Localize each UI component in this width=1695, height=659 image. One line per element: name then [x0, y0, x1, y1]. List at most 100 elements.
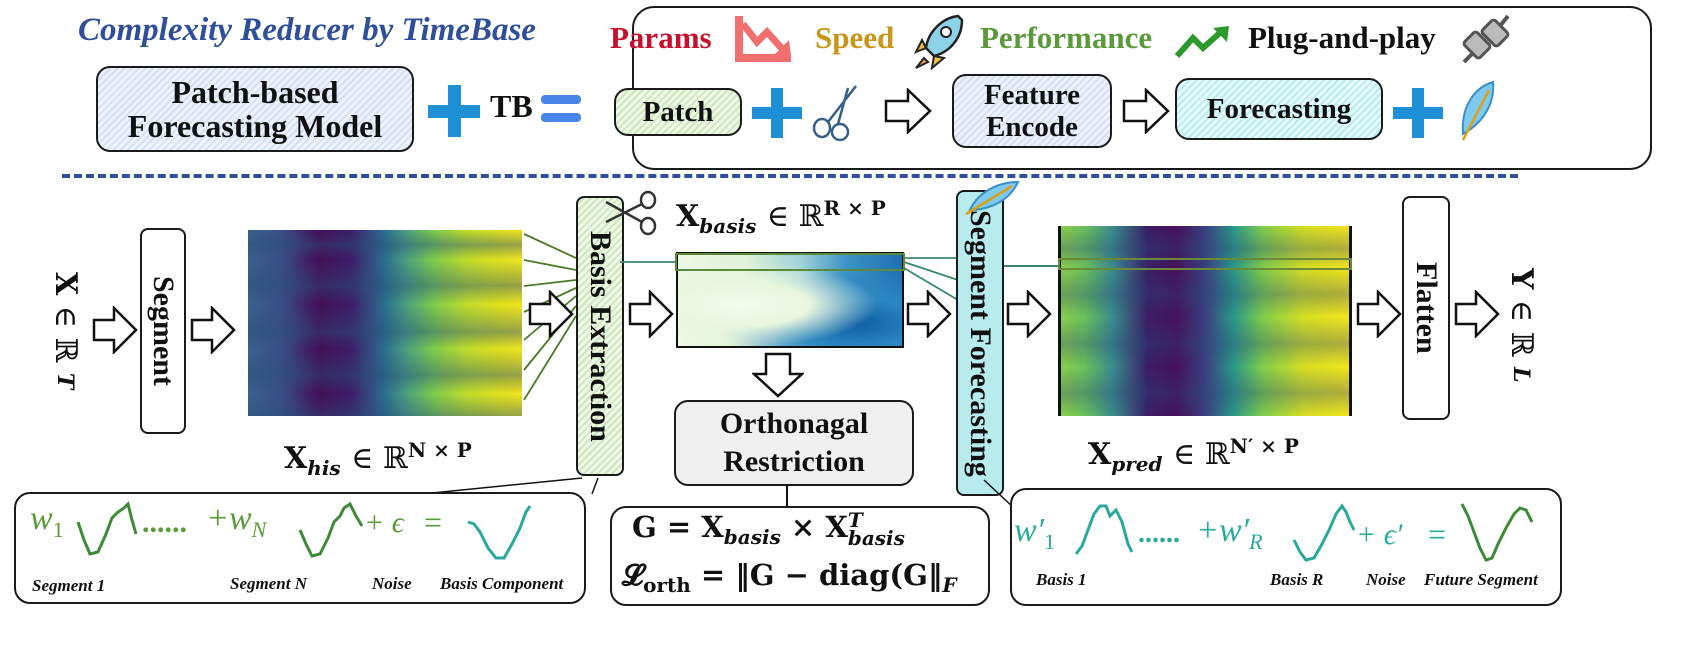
right-wr-sub: R	[1249, 528, 1263, 554]
gram-eq-sup: T	[847, 508, 863, 532]
x-basis-sub: basis	[699, 214, 757, 238]
patch-label: Patch	[642, 95, 714, 128]
left-w1-var: w	[30, 500, 53, 537]
segment-label: Segment	[147, 276, 180, 386]
orth-loss-sub: orth	[643, 572, 691, 597]
label-noise-right: Noise	[1366, 570, 1406, 589]
right-equals: =	[1428, 516, 1447, 552]
input-formula: X ∈ ℝ T	[48, 272, 83, 389]
feature-encode-box: Feature Encode	[952, 74, 1112, 148]
x-his-heatmap	[248, 230, 522, 416]
label-noise-left: Noise	[372, 574, 412, 593]
chart-down-icon	[735, 16, 791, 62]
basis-1-curve	[1074, 504, 1134, 555]
patch-box: Patch	[614, 88, 742, 136]
label-basis-r: Basis R	[1270, 570, 1324, 589]
left-w1: w1	[30, 500, 64, 543]
left-noise: + ϵ	[364, 506, 404, 539]
x-basis-formula: Xbasis ∈ ℝR × P	[676, 196, 886, 238]
x-pred-sup: N′ × P	[1229, 434, 1299, 458]
segment-box: Segment	[140, 228, 186, 434]
arrow-right-icon-4	[628, 290, 674, 338]
right-callout-lines	[983, 479, 1015, 509]
basis-link-lines	[620, 253, 959, 301]
tb-label: TB	[490, 88, 533, 124]
left-eq-panel	[14, 492, 586, 604]
label-segment-1: Segment 1	[32, 576, 106, 595]
arrow-right-icon-2	[190, 306, 236, 354]
left-wn-sub: N	[251, 516, 267, 542]
label-future-segment: Future Segment	[1424, 570, 1538, 589]
input-space: ∈ ℝ	[48, 305, 83, 363]
x-pred-highlight	[1058, 258, 1352, 270]
separator	[62, 174, 1518, 178]
patch-model-label: Patch-based Forecasting Model	[127, 74, 383, 144]
diagram-title: Complexity Reducer by TimeBase	[78, 12, 536, 48]
right-wr-var: +w′	[1196, 512, 1250, 549]
left-equals: =	[424, 504, 443, 540]
right-w1: w′1	[1014, 512, 1055, 555]
orth-label: Orthonagal Restriction	[719, 407, 869, 478]
output-space: ∈ ℝ	[1504, 299, 1539, 357]
x-basis-var: X	[676, 199, 700, 234]
gram-eq-sub1: basis	[723, 524, 781, 549]
x-pred-sub: pred	[1111, 452, 1163, 476]
orth-loss-symbol: 𝓛	[622, 558, 644, 592]
gram-eq-sub2: basis	[847, 526, 905, 550]
arrow-right-icon-6	[1006, 290, 1052, 338]
x-his-space: ∈ ℝ	[351, 441, 408, 476]
trend-up-icon	[1175, 26, 1229, 58]
future-segment-curve	[1460, 503, 1534, 562]
plus-icon-2	[752, 88, 802, 138]
rocket-icon	[913, 14, 964, 71]
basis-component-curve	[467, 505, 532, 560]
orth-loss-rest: = ‖G − diag(G‖	[690, 558, 943, 592]
segment-forecasting-label: Segment Forecasting	[964, 209, 997, 477]
right-noise: + ϵ′	[1356, 518, 1403, 551]
output-sup: L	[1508, 367, 1534, 383]
feather-icon	[1461, 80, 1495, 141]
equals-icon	[541, 92, 581, 126]
x-his-var: X	[284, 441, 308, 476]
arrow-right-icon-legend-2	[1122, 88, 1170, 134]
x-pred-space: ∈ ℝ	[1172, 437, 1230, 472]
performance-label: Performance	[980, 20, 1153, 55]
scissors-icon	[812, 85, 857, 142]
segment-forecasting-box: Segment Forecasting	[956, 190, 1004, 496]
gram-eq-mid: × X	[780, 510, 848, 544]
x-basis-space: ∈ ℝ	[766, 199, 824, 234]
arrow-right-icon-1	[92, 306, 138, 354]
orth-box: Orthonagal Restriction	[674, 400, 914, 486]
speed-label: Speed	[815, 20, 895, 55]
x-pred-link	[1004, 265, 1058, 267]
arrow-right-icon-8	[1454, 290, 1500, 338]
plus-icon	[428, 85, 480, 137]
orth-loss-f: F	[942, 572, 957, 597]
label-basis-component: Basis Component	[440, 574, 564, 593]
segment-1-curve	[76, 501, 138, 556]
x-pred-formula: Xpred ∈ ℝN′ × P	[1088, 434, 1299, 476]
left-callout-lines	[421, 477, 599, 495]
arrow-right-icon-5	[906, 290, 952, 338]
x-pred-heatmap	[1058, 226, 1352, 416]
label-basis-1: Basis 1	[1036, 570, 1087, 589]
right-w1-sub: 1	[1044, 528, 1056, 554]
flatten-box: Flatten	[1402, 196, 1450, 420]
x-pred-var: X	[1088, 437, 1112, 472]
plug-icon	[1462, 14, 1510, 64]
x-basis-sup: R × P	[823, 196, 886, 220]
left-w1-sub: 1	[52, 516, 64, 542]
output-var: Y	[1504, 268, 1539, 290]
patch-model-box: Patch-based Forecasting Model	[96, 66, 414, 152]
right-wr: +w′R	[1196, 512, 1263, 555]
feather-icon-2	[965, 180, 1020, 216]
arrow-right-icon-legend-1	[884, 88, 932, 134]
x-his-sup: N × P	[407, 438, 472, 462]
params-label: Params	[610, 20, 712, 55]
left-dots: ......	[142, 506, 187, 539]
arrow-right-icon-7	[1356, 290, 1402, 338]
gram-eq-lhs: G = X	[632, 510, 724, 544]
arrow-right-icon-3	[528, 290, 574, 338]
label-segment-n: Segment N	[230, 574, 307, 593]
